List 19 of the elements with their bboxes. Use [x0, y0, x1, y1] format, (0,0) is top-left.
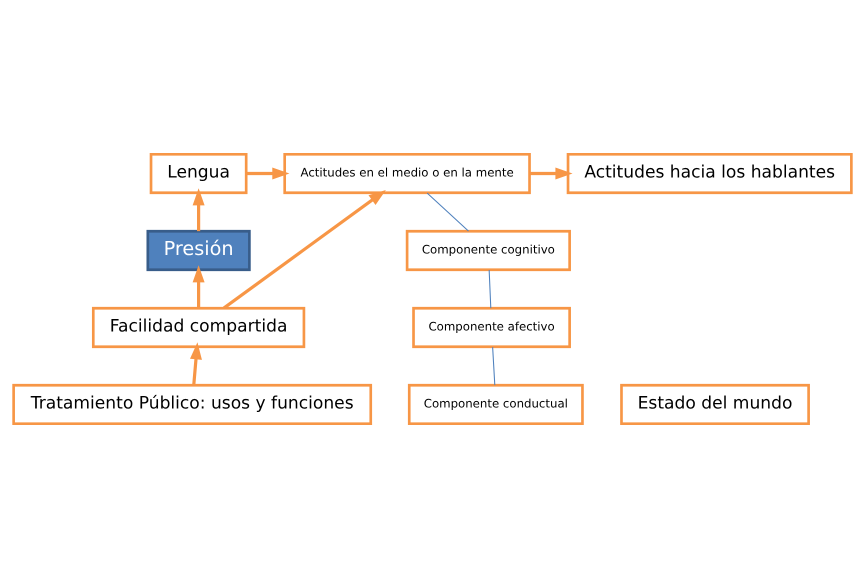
connector — [488, 270, 492, 308]
node-box: Componente cognitivo — [406, 230, 571, 272]
node-box: Actitudes hacia los hablantes — [566, 152, 853, 194]
arrow — [530, 168, 573, 180]
arrow — [192, 188, 205, 232]
connector — [492, 347, 496, 386]
node-box: Tratamiento Público: usos y funciones — [12, 384, 372, 426]
node-box: Estado del mundo — [620, 384, 810, 426]
node-box: Presión — [146, 230, 251, 272]
node-box: Actitudes en el medio o en la mente — [283, 152, 531, 194]
arrow — [190, 342, 202, 386]
node-box: Componente afectivo — [412, 306, 571, 348]
node-box: Lengua — [150, 152, 248, 194]
node-box: Componente conductual — [408, 384, 584, 426]
arrow — [246, 168, 290, 180]
node-box: Facilidad compartida — [92, 306, 306, 348]
connector — [426, 192, 469, 232]
arrow — [192, 265, 205, 308]
arrow — [222, 190, 386, 310]
